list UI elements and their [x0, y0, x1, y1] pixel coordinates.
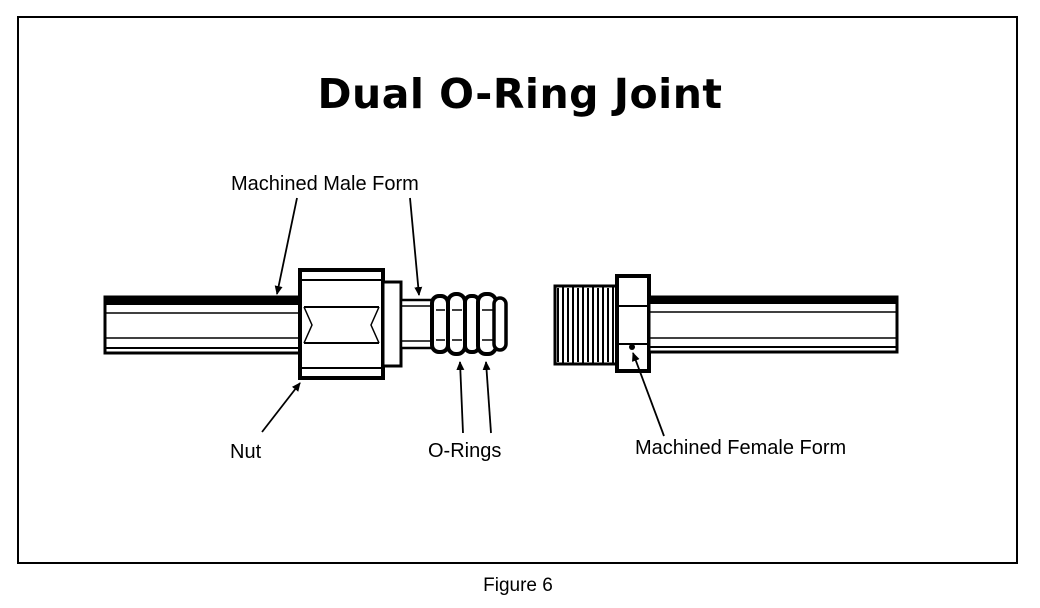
figure-caption: Figure 6: [483, 575, 553, 596]
label-o-rings: O-Rings: [428, 440, 502, 462]
label-nut: Nut: [230, 441, 262, 463]
diagram-title: Dual O-Ring Joint: [317, 70, 723, 118]
label-machined-female-form: Machined Female Form: [635, 437, 847, 459]
o-rings: [430, 292, 508, 356]
left-tube: [103, 295, 307, 355]
leader-lines: [261, 197, 665, 437]
female-threaded-fitting: [553, 274, 651, 373]
label-machined-male-form: Machined Male Form: [231, 173, 419, 195]
nut: [298, 268, 403, 380]
diagram-frame: [17, 16, 1018, 564]
right-tube: [647, 295, 899, 354]
